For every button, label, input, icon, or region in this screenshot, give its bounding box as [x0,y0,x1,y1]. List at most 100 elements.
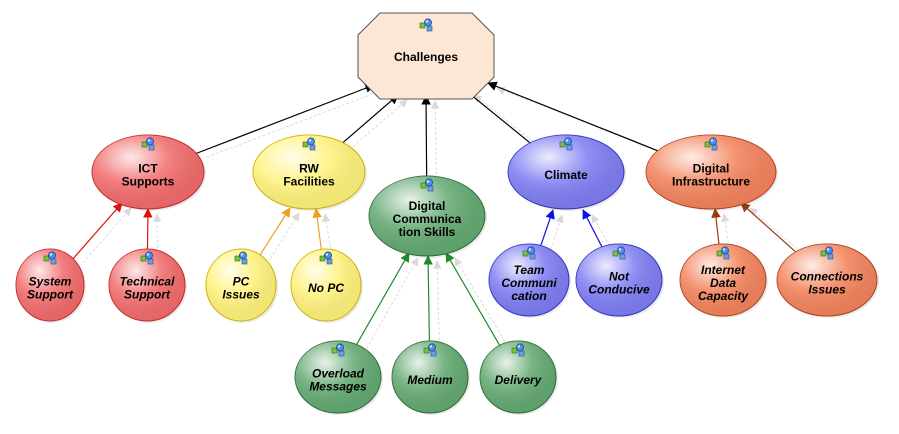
edge-system-support-to-ict-shadow [82,207,132,264]
node-label-line: Climate [544,168,588,182]
node-label-line: Infrastructure [672,175,750,189]
node-label-line: Issues [222,288,260,302]
edge-delivery-to-dcs [445,252,501,346]
node-challenges[interactable]: Challenges [357,12,495,100]
node-label-line: Capacity [698,289,749,303]
network-node-icon [419,18,433,32]
edge-dcs-to-challenges [421,95,431,177]
node-label-line: Facilities [283,175,335,189]
node-label-line: Messages [309,380,367,394]
network-node-icon [559,137,573,151]
node-label-line: Challenges [394,50,458,64]
node-label-line: Conducive [588,283,650,297]
node-label-line: PC [233,275,250,289]
edge-delivery-to-dcs-shadow [454,257,511,350]
edge-overload-messages-to-dcs [356,252,410,345]
node-label-line: Support [27,288,74,302]
node-medium[interactable]: Medium [391,340,470,415]
edge-internet-data-capacity-to-di-shadow [720,213,730,249]
network-node-icon [234,251,248,265]
edge-no-pc-to-rw-shadow [322,213,332,254]
network-node-icon [820,246,834,260]
edge-overload-messages-to-dcs-shadow [366,257,419,349]
network-node-icon [140,251,154,265]
node-label-line: Data [710,276,736,290]
node-label-line: Team [514,263,545,277]
node-delivery[interactable]: Delivery [479,340,558,415]
node-label-line: ICT [138,162,158,176]
edge-climate-to-challenges-shadow [473,94,541,148]
node-label-line: No PC [308,281,344,295]
node-layer: ChallengesICTSupportsSystemSupportTechni… [15,12,879,415]
node-label-line: System [29,275,72,289]
node-label-line: Technical [120,275,176,289]
network-node-icon [302,137,316,151]
node-label-line: Supports [122,175,175,189]
network-node-icon [423,343,437,357]
node-label-line: Issues [808,283,846,297]
edge-technical-support-to-ict [143,208,153,250]
node-climate[interactable]: Climate [507,134,626,211]
node-label-line: Digital [409,199,446,213]
node-label-line: Overload [312,367,365,381]
node-no-pc[interactable]: No PC [290,248,363,323]
node-label-line: Delivery [495,373,543,387]
edge-dcs-to-challenges-shadow [430,100,440,181]
node-label-line: Connections [791,270,864,284]
edge-no-pc-to-rw [312,208,322,250]
edge-pc-issues-to-rw-shadow [269,212,300,260]
network-node-icon [612,246,626,260]
node-label-line: cation [511,289,546,303]
node-label-line: RW [299,162,319,176]
edge-ict-to-challenges [196,83,375,154]
node-label-line: Not [609,270,630,284]
edge-ict-to-challenges-shadow [206,88,384,158]
root-octagon [357,12,495,100]
node-label-line: Communi [501,276,557,290]
node-label-line: Communica [393,212,462,226]
edge-connections-issues-to-di-shadow [749,207,807,257]
node-label-line: Internet [701,263,746,277]
node-label-line: Medium [407,373,453,387]
edge-di-to-challenges [487,81,659,152]
edge-connections-issues-to-di [740,202,797,253]
network-node-icon [141,137,155,151]
edge-not-conducive-to-climate [582,209,603,248]
node-label-line: Digital [693,162,730,176]
node-label-line: Support [124,288,171,302]
edge-climate-to-challenges [464,89,531,144]
edge-rw-to-challenges-shadow [352,99,408,148]
edge-team-communication-to-climate [540,209,555,246]
edge-system-support-to-ict [72,202,123,260]
network-node-icon [43,251,57,265]
network-node-icon [319,251,333,265]
network-node-icon [331,343,345,357]
edge-rw-to-challenges [342,94,399,144]
edge-pc-issues-to-rw [259,207,291,256]
edge-medium-to-dcs [423,255,433,342]
network-node-icon [420,178,434,192]
network-node-icon [522,246,536,260]
edge-internet-data-capacity-to-di [711,208,721,245]
node-label-line: tion Skills [399,225,456,239]
edge-team-communication-to-climate-shadow [550,214,564,250]
network-node-icon [511,343,525,357]
network-node-icon [704,137,718,151]
edge-layer [72,81,807,350]
network-node-icon [716,246,730,260]
edge-medium-to-dcs-shadow [433,260,442,346]
